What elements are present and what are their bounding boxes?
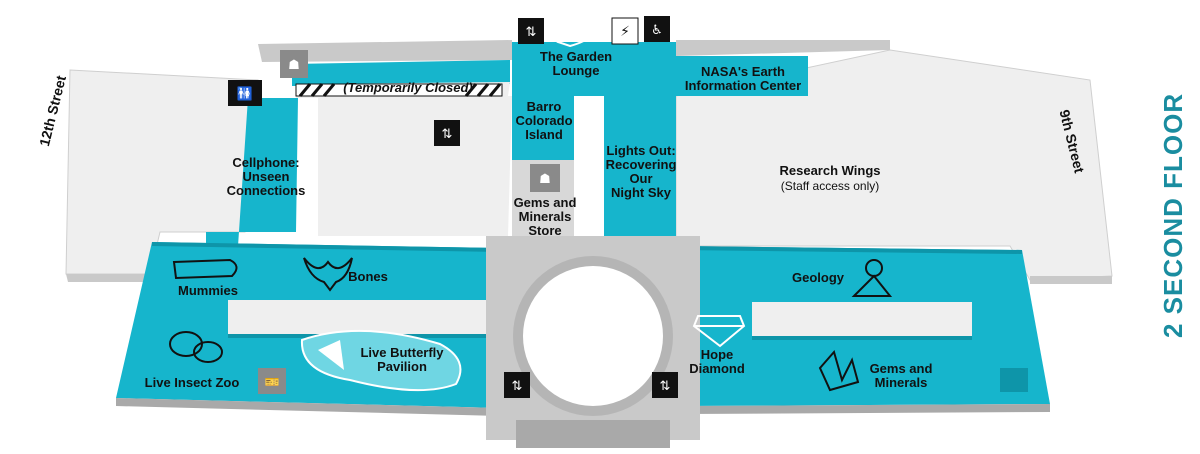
rotunda	[486, 236, 700, 448]
crystal-icon	[818, 349, 860, 392]
gift-shop-icon: ☗	[280, 50, 308, 78]
svg-text:⇅: ⇅	[660, 378, 671, 393]
label-live-insect-zoo: Live Insect Zoo	[144, 375, 240, 390]
label-bones: Bones	[348, 269, 388, 284]
ticket-icon: 🎫	[258, 368, 286, 394]
label-gems-minerals: Gems and Minerals	[869, 361, 933, 390]
closed-stripes	[295, 83, 503, 97]
svg-text:⇅: ⇅	[512, 378, 523, 393]
svg-text:🚻: 🚻	[237, 86, 253, 102]
svg-text:⚡: ⚡	[620, 24, 630, 40]
label-research-wings: Research Wings	[779, 163, 881, 178]
charging-icon: ⚡	[611, 17, 639, 45]
accessible-escalator-icon: ♿	[644, 16, 670, 42]
elevator-icon: ⇅	[518, 18, 544, 44]
label-research-note: (Staff access only)	[780, 179, 880, 193]
label-closed: (Temporarily Closed)	[343, 80, 473, 95]
label-mummies: Mummies	[178, 283, 238, 298]
building-base	[65, 40, 1113, 284]
elevator-icon: ⇅	[504, 372, 530, 398]
svg-text:⇅: ⇅	[442, 126, 453, 141]
bison-skull-icon	[303, 257, 353, 292]
label-barro: Barro Colorado Island	[515, 99, 573, 142]
walls	[116, 242, 1050, 416]
svg-text:♿: ♿	[651, 23, 663, 38]
insect-icon	[169, 331, 223, 363]
label-garden-lounge: The Garden Lounge	[539, 49, 613, 78]
diamond-icon	[692, 315, 746, 348]
volcano-icon	[851, 259, 893, 297]
label-nasa: NASA's Earth Information Center	[684, 64, 802, 93]
sarcophagus-icon	[172, 258, 238, 280]
label-geology: Geology	[791, 270, 844, 285]
svg-text:⇅: ⇅	[526, 24, 537, 39]
elevator-icon: ⇅	[434, 120, 460, 146]
leaf-icon	[556, 14, 606, 48]
label-hope-diamond: Hope Diamond	[689, 347, 745, 376]
elevator-icon: ⇅	[652, 372, 678, 398]
exhibit-halls	[116, 42, 1050, 408]
label-lights-out: Lights Out: Recovering Our Night Sky	[605, 143, 677, 200]
floor-title: 2 SECOND FLOOR	[1158, 92, 1188, 338]
label-butterfly: Live Butterfly Pavilion	[360, 345, 444, 374]
label-cellphone: Cellphone: Unseen Connections	[226, 155, 306, 198]
butterfly-pavilion-shape	[300, 329, 462, 392]
label-gems-store: Gems and Minerals Store	[513, 195, 577, 238]
gift-shop-icon: ☗	[530, 164, 560, 192]
svg-text:☗: ☗	[288, 58, 300, 73]
svg-text:🎫: 🎫	[265, 375, 280, 389]
svg-text:☗: ☗	[539, 172, 551, 187]
restroom-icon: 🚻	[228, 80, 262, 106]
